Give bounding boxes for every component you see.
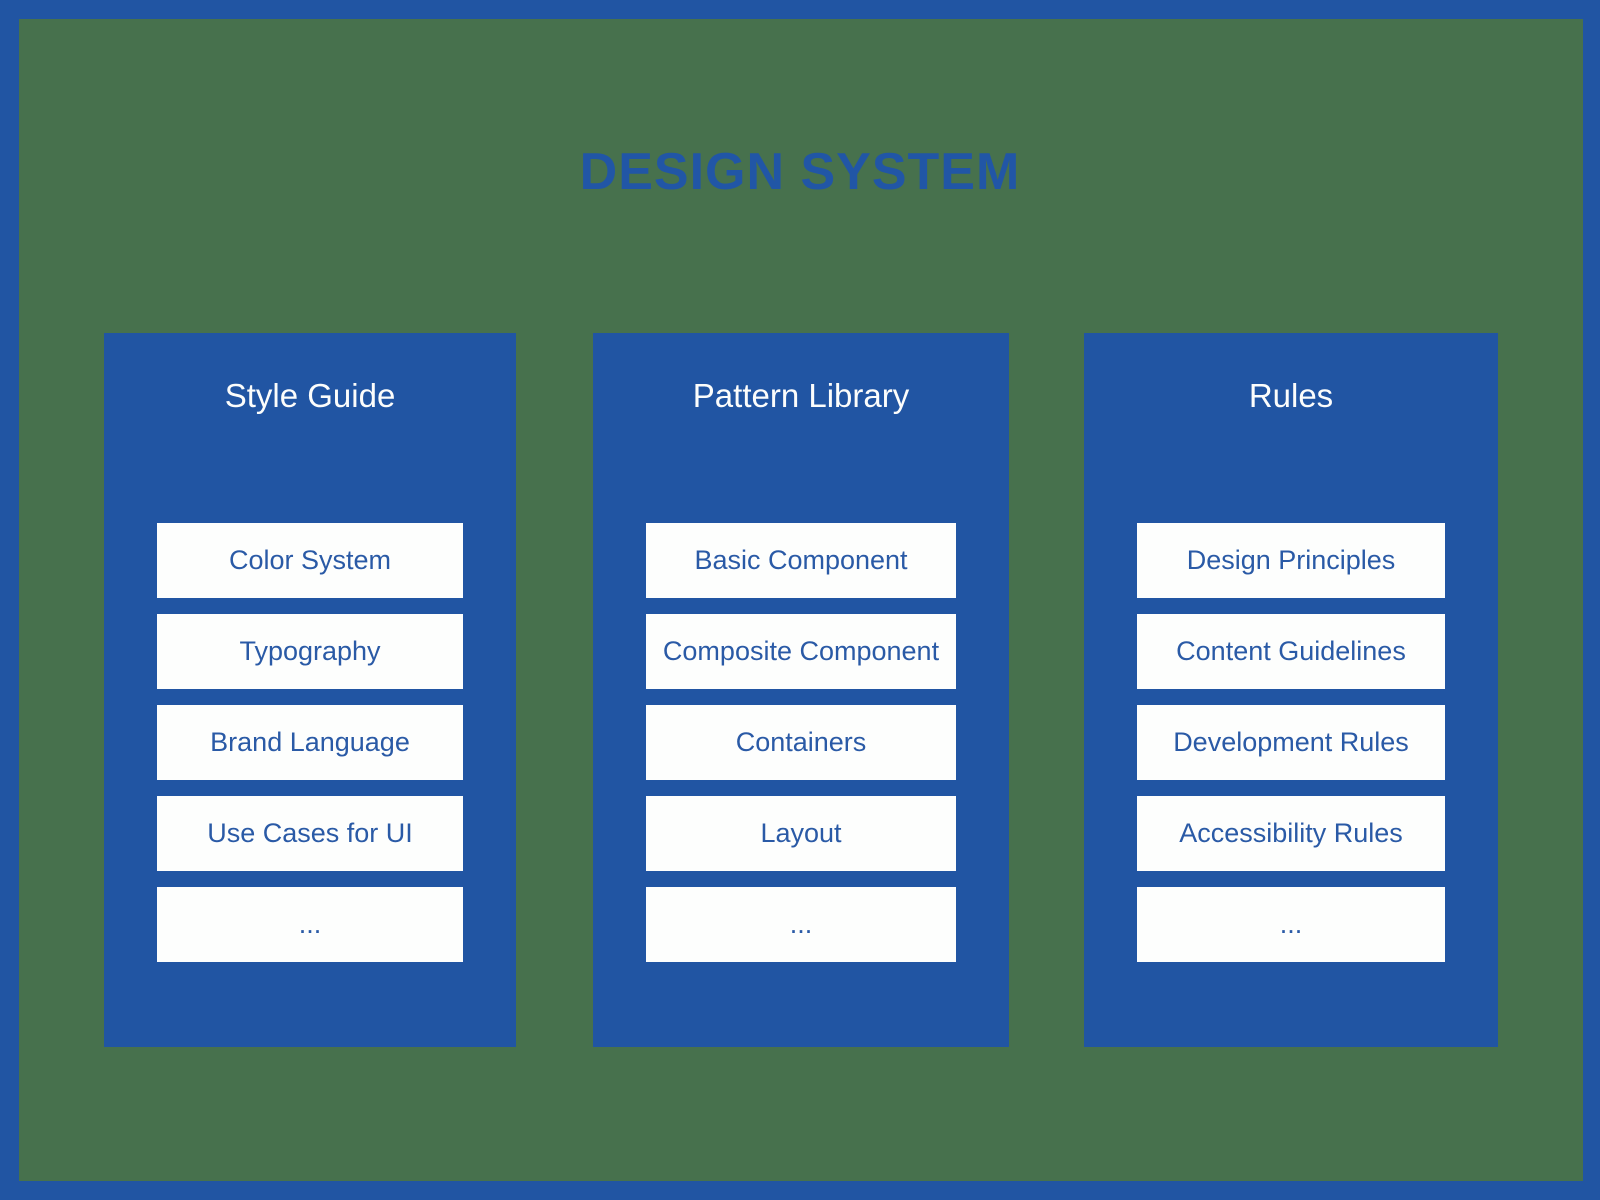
column-style-guide: Style Guide Color System Typography Bran… bbox=[104, 333, 516, 1047]
column-pattern-library: Pattern Library Basic Component Composit… bbox=[593, 333, 1009, 1047]
column-header: Rules bbox=[1248, 377, 1334, 414]
item-color-system: Color System bbox=[157, 523, 463, 598]
column-header: Pattern Library bbox=[692, 377, 910, 414]
item-containers: Containers bbox=[646, 705, 956, 780]
page-title: DESIGN SYSTEM bbox=[579, 143, 1021, 201]
column-rules: Rules Design Principles Content Guidelin… bbox=[1084, 333, 1498, 1047]
item-layout: Layout bbox=[646, 796, 956, 871]
column-header: Style Guide bbox=[224, 377, 396, 414]
item-accessibility-rules: Accessibility Rules bbox=[1137, 796, 1445, 871]
item-content-guidelines: Content Guidelines bbox=[1137, 614, 1445, 689]
item-ellipsis: ... bbox=[157, 887, 463, 962]
item-list: Color System Typography Brand Language U… bbox=[157, 523, 463, 978]
item-list: Design Principles Content Guidelines Dev… bbox=[1137, 523, 1445, 978]
item-ellipsis: ... bbox=[646, 887, 956, 962]
item-typography: Typography bbox=[157, 614, 463, 689]
item-list: Basic Component Composite Component Cont… bbox=[646, 523, 956, 978]
item-use-cases-for-ui: Use Cases for UI bbox=[157, 796, 463, 871]
item-composite-component: Composite Component bbox=[646, 614, 956, 689]
item-ellipsis: ... bbox=[1137, 887, 1445, 962]
item-basic-component: Basic Component bbox=[646, 523, 956, 598]
item-development-rules: Development Rules bbox=[1137, 705, 1445, 780]
item-design-principles: Design Principles bbox=[1137, 523, 1445, 598]
item-brand-language: Brand Language bbox=[157, 705, 463, 780]
